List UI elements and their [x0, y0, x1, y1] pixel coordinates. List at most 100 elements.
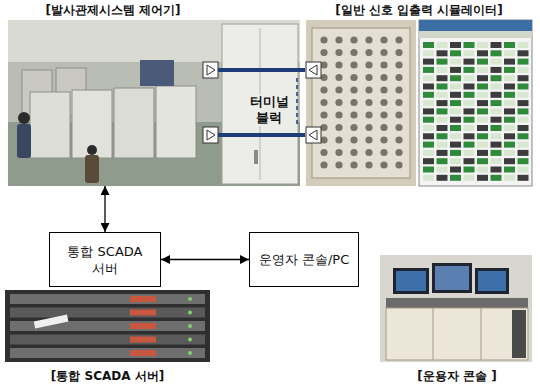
signal-cell: [464, 108, 475, 114]
jack: [350, 49, 357, 56]
monitor-screen: [396, 271, 426, 291]
signal-cell: [477, 59, 488, 65]
jack: [380, 86, 387, 93]
jack: [380, 49, 387, 56]
photo-wall: [8, 20, 300, 186]
window-titlebar: [419, 20, 532, 31]
jack: [380, 36, 387, 43]
signal-cell: [450, 133, 461, 139]
jack: [335, 99, 342, 106]
signal-cell: [450, 167, 461, 173]
signal-cell: [491, 84, 502, 90]
signal-cell: [423, 50, 434, 56]
jack: [380, 74, 387, 81]
status-led: [188, 324, 192, 328]
connector-arrow: [207, 130, 215, 140]
terminal-connector: [306, 127, 321, 143]
desk-seam: [433, 308, 434, 360]
signal-cell: [450, 92, 461, 98]
signal-grid: [423, 42, 529, 181]
signal-cell: [437, 59, 448, 65]
signal-cell: [437, 50, 448, 56]
monitor: [432, 263, 472, 293]
jack: [395, 99, 402, 106]
server-unit: [10, 335, 205, 345]
signal-cell: [450, 142, 461, 148]
server-unit: [10, 294, 205, 304]
signal-cell: [477, 142, 488, 148]
signal-cell: [504, 67, 515, 73]
status-led: [188, 297, 192, 301]
signal-cell: [504, 150, 515, 156]
signal-cell: [437, 133, 448, 139]
photo-background: [380, 255, 532, 362]
signal-cell: [518, 158, 529, 164]
console-photo: [380, 255, 532, 362]
signal-cell: [423, 175, 434, 181]
signal-cell: [504, 50, 515, 56]
signal-cell: [477, 175, 488, 181]
person-body: [17, 124, 31, 158]
cabinet: [72, 90, 112, 158]
signal-cell: [423, 167, 434, 173]
jack: [320, 49, 327, 56]
jack: [335, 149, 342, 156]
signal-cell: [450, 150, 461, 156]
signal-cell: [491, 75, 502, 81]
jack: [395, 86, 402, 93]
photo-frame: [운용자 콘솔 ]: [378, 255, 536, 384]
signal-cell: [450, 158, 461, 164]
jack: [335, 124, 342, 131]
jack: [335, 86, 342, 93]
server-unit: [10, 348, 205, 358]
jack: [380, 136, 387, 143]
signal-cell: [437, 142, 448, 148]
signal-cell: [450, 59, 461, 65]
jack: [395, 61, 402, 68]
signal-cell: [437, 92, 448, 98]
connector-box: [203, 62, 218, 78]
jack: [365, 74, 372, 81]
signal-cell: [450, 50, 461, 56]
signal-cell: [423, 75, 434, 81]
signal-cell: [477, 108, 488, 114]
signal-cell: [518, 67, 529, 73]
server-unit: [10, 308, 205, 318]
signal-cell: [477, 125, 488, 131]
signal-cell: [464, 150, 475, 156]
signal-cell: [504, 158, 515, 164]
signal-cell: [437, 175, 448, 181]
signal-cell: [504, 175, 515, 181]
jack: [380, 149, 387, 156]
server-tag: [34, 315, 69, 329]
signal-cell: [491, 108, 502, 114]
signal-cell: [518, 133, 529, 139]
signal-cell: [437, 108, 448, 114]
photo-caption: [일반 신호 입출력 시뮬레이터]: [333, 2, 505, 18]
signal-cell: [491, 42, 502, 48]
jack: [350, 161, 357, 168]
jack: [350, 86, 357, 93]
signal-cell: [504, 59, 515, 65]
terminal-connector: [306, 62, 321, 78]
screen-capture: [419, 20, 532, 186]
signal-cell: [504, 84, 515, 90]
process-box: 통합 SCADA 서버: [49, 232, 161, 287]
data-link-arrow: [161, 259, 249, 260]
jack: [380, 124, 387, 131]
jack: [365, 161, 372, 168]
status-led: [188, 311, 192, 315]
jack: [365, 111, 372, 118]
jack: [335, 49, 342, 56]
signal-cell: [518, 42, 529, 48]
simulator-photo: [306, 20, 532, 186]
signal-cell: [464, 59, 475, 65]
signal-cell: [437, 42, 448, 48]
monitor-screen: [478, 271, 506, 291]
jack: [335, 136, 342, 143]
controller-photo: [8, 20, 300, 186]
signal-cell: [477, 50, 488, 56]
